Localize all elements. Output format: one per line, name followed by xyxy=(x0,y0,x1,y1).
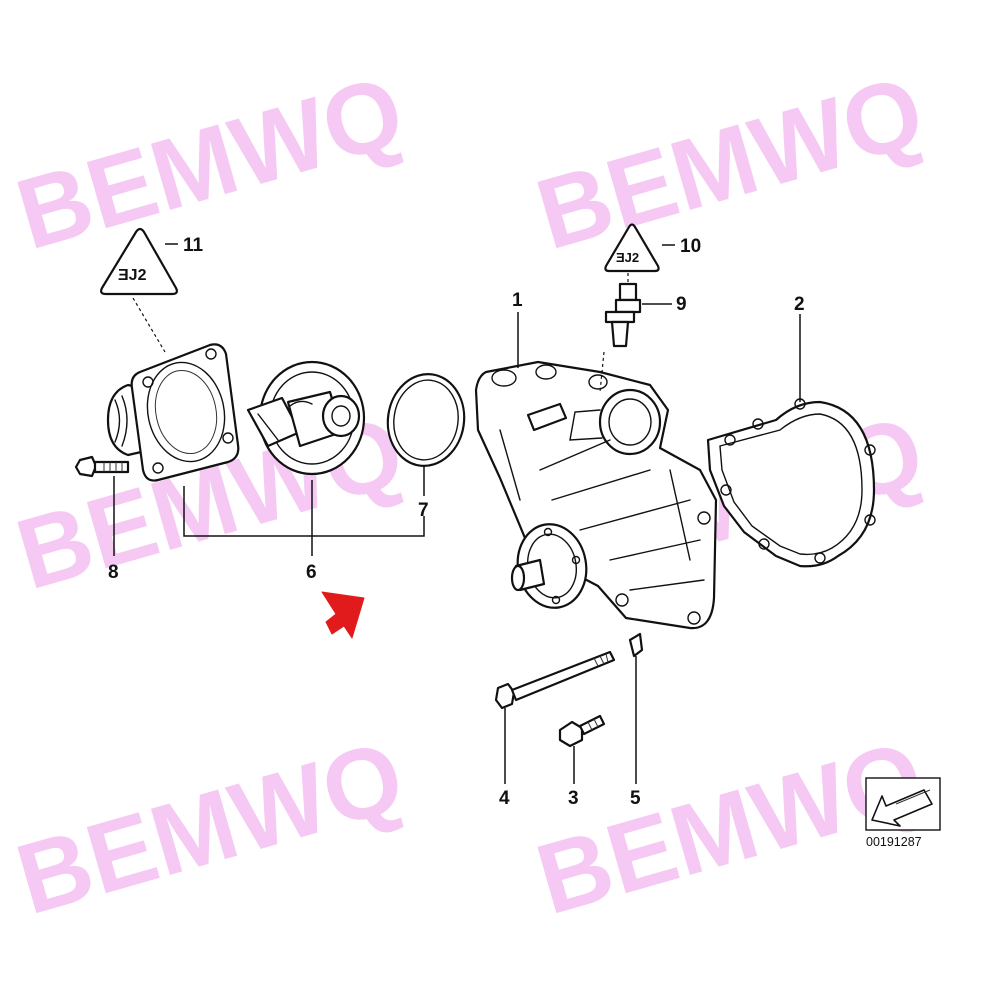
callout-1[interactable]: 1 xyxy=(512,290,523,311)
red-arrow-icon xyxy=(321,591,365,639)
callout-numbers: 11 10 9 1 2 7 8 6 4 3 5 xyxy=(108,235,805,809)
watermark-2: BEMWQ xyxy=(525,55,935,271)
part-11-warning-label[interactable]: ƎJ2 xyxy=(100,227,178,353)
part-6-thermostat[interactable] xyxy=(246,360,366,476)
part-2-gasket[interactable] xyxy=(706,398,876,568)
part-9-temperature-sensor[interactable] xyxy=(604,282,642,348)
part-5-dowel-sleeve[interactable] xyxy=(628,632,644,658)
callout-3[interactable]: 3 xyxy=(568,788,579,809)
callout-10[interactable]: 10 xyxy=(680,236,701,257)
part-10-warning-label[interactable]: ƎJ2 xyxy=(604,223,660,285)
thermostat-housing-cover[interactable] xyxy=(106,343,240,482)
callout-6[interactable]: 6 xyxy=(306,562,317,583)
part-1-water-pump[interactable] xyxy=(474,351,718,630)
warning-triangle-icon xyxy=(604,223,660,273)
svg-text:ƎJ2: ƎJ2 xyxy=(118,267,147,284)
callout-4[interactable]: 4 xyxy=(499,788,510,809)
callout-9[interactable]: 9 xyxy=(676,294,687,315)
leader-lines xyxy=(113,243,801,784)
callout-5[interactable]: 5 xyxy=(630,788,641,809)
diagram-ref-number: 00191287 xyxy=(866,835,922,849)
callout-2[interactable]: 2 xyxy=(794,294,805,315)
warning-triangle-icon xyxy=(100,227,178,296)
watermark-1: BEMWQ xyxy=(5,55,415,271)
direction-arrow-icon xyxy=(871,789,933,827)
part-3-bolt[interactable] xyxy=(558,714,606,748)
diagram-reference-box: 00191287 xyxy=(865,777,941,849)
part-4-long-bolt[interactable] xyxy=(494,650,616,710)
watermark-5: BEMWQ xyxy=(5,720,415,936)
part-7-o-ring[interactable] xyxy=(382,369,470,471)
svg-text:ƎJ2: ƎJ2 xyxy=(616,250,639,265)
callout-11[interactable]: 11 xyxy=(183,235,204,256)
callout-8[interactable]: 8 xyxy=(108,562,119,583)
callout-7[interactable]: 7 xyxy=(418,500,429,521)
part-8-bolt[interactable] xyxy=(74,455,130,478)
